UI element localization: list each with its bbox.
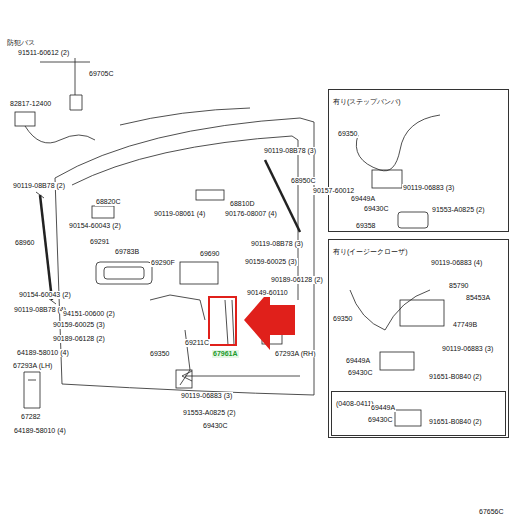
callout-number: 85453A xyxy=(465,294,491,302)
latch-unit-2 xyxy=(395,410,421,426)
callout-number: 85790 xyxy=(448,282,469,290)
cable xyxy=(356,115,440,171)
callout-number: 69783B xyxy=(114,248,140,256)
callout-number: 90119-08B78 (3) xyxy=(263,147,317,155)
callout-number: 67282 xyxy=(20,413,41,421)
callout-number: 90119-08B78 (3) xyxy=(250,240,304,248)
callout-number: 69430C xyxy=(202,422,229,430)
direction-arrow xyxy=(182,371,300,381)
callout-number: 90149-60110 xyxy=(246,289,289,297)
callout-number: 69211C xyxy=(184,339,210,347)
damper-stay-left xyxy=(40,195,52,300)
callout-number: 68820C xyxy=(95,198,122,206)
callout-number: 90119-06883 (4) xyxy=(430,259,483,267)
callout-number: 90157-60012 xyxy=(312,187,355,195)
callout-number: 防犯バス xyxy=(6,39,36,47)
weatherstrip xyxy=(120,108,250,125)
callout-number: 90119-08061 (4) xyxy=(153,210,206,218)
inset-heading: 有り(イージークローザ) xyxy=(332,248,409,256)
lock-unit xyxy=(372,170,402,188)
closer-motor xyxy=(400,300,444,326)
callout-number: 69350 xyxy=(149,350,170,358)
lamp-lens xyxy=(15,112,35,126)
latch-unit xyxy=(380,352,414,370)
handle-cover xyxy=(96,262,152,284)
callout-number: 90159-60025 (3) xyxy=(52,321,106,329)
callout-number: 90119-06883 (3) xyxy=(180,392,233,400)
hinge-lh xyxy=(24,372,40,408)
inset-box: (0408-0411) xyxy=(331,391,506,436)
inset-box: 有り(イージークローザ) (0408-0411) xyxy=(328,239,509,438)
callout-number: 69430C xyxy=(367,416,394,424)
callout-number: 47749B xyxy=(452,321,478,329)
inset-heading: 有り(ステップバンパ) xyxy=(332,98,402,106)
callout-number: 68960 xyxy=(14,239,35,247)
callout-number: 69449A xyxy=(345,357,371,365)
callout-number: 91651-B0840 (2) xyxy=(428,373,483,381)
highlight-arrow xyxy=(244,290,295,350)
cover-box xyxy=(398,212,428,228)
callout-number: 67293A (RH) xyxy=(274,350,316,358)
handle-inner xyxy=(104,267,144,279)
callout-number: 64189-58010 (4) xyxy=(13,427,67,435)
callout-number: 90176-08007 (4) xyxy=(224,210,278,218)
callout-number: 69449A xyxy=(350,195,376,203)
callout-number: 69705C xyxy=(88,70,115,78)
callout-number: 69350 xyxy=(332,315,353,323)
damper-stay-right xyxy=(265,160,300,232)
hinge-2 xyxy=(196,190,224,200)
callout-number: 90189-06128 (2) xyxy=(270,276,324,284)
highlight-box xyxy=(209,297,236,345)
lock-assy xyxy=(180,262,218,284)
callout-number: 94151-00600 (2) xyxy=(62,310,116,318)
rod-67961A xyxy=(225,300,234,345)
callout-number: 91511-60612 (2) xyxy=(17,49,70,57)
callout-number: 91553-A0825 (2) xyxy=(182,409,237,417)
callout-number: 90119-08B78 (2) xyxy=(12,182,66,190)
callout-number: 82817-12400 xyxy=(9,100,52,108)
callout-number: 69430C xyxy=(363,205,390,213)
callout-number: 90154-60043 (2) xyxy=(68,222,122,230)
callout-number: 69350 xyxy=(337,130,358,138)
callout-number: 69430C xyxy=(347,369,374,377)
callout-number: 69291 xyxy=(89,238,110,246)
callout-number: 90154-60043 (2) xyxy=(18,291,72,299)
stay-ends xyxy=(36,192,56,304)
latch xyxy=(176,370,192,388)
callout-number: 68950C xyxy=(290,177,317,185)
callout-number: 67656C xyxy=(478,508,505,516)
callout-number: 91553-A0825 (2) xyxy=(431,206,486,214)
callout-number: 90119-06883 (3) xyxy=(441,345,494,353)
callout-number: 69690 xyxy=(199,250,220,258)
callout-number: 91651-B0840 (2) xyxy=(428,418,483,426)
callout-number: 90119-08B78 (4) xyxy=(13,306,67,314)
hinge xyxy=(92,206,114,218)
lamp-wire xyxy=(25,126,95,143)
callout-number: 69449A xyxy=(370,404,396,412)
callout-number: 90159-60025 (3) xyxy=(244,258,298,266)
callout-number: 67293A (LH) xyxy=(12,362,53,370)
closer-cable xyxy=(350,290,430,330)
callout-number: 68810D xyxy=(229,200,256,208)
callout-number: 90189-06128 (2) xyxy=(52,335,106,343)
inset-heading: (0408-0411) xyxy=(335,400,375,408)
callout-number: 69290F xyxy=(150,259,176,267)
callout-number: 64189-58010 (4) xyxy=(16,349,70,357)
callout-number: 67961A xyxy=(212,350,239,358)
callout-number: 90119-06883 (3) xyxy=(402,184,455,192)
callout-number: 69358 xyxy=(355,222,376,230)
